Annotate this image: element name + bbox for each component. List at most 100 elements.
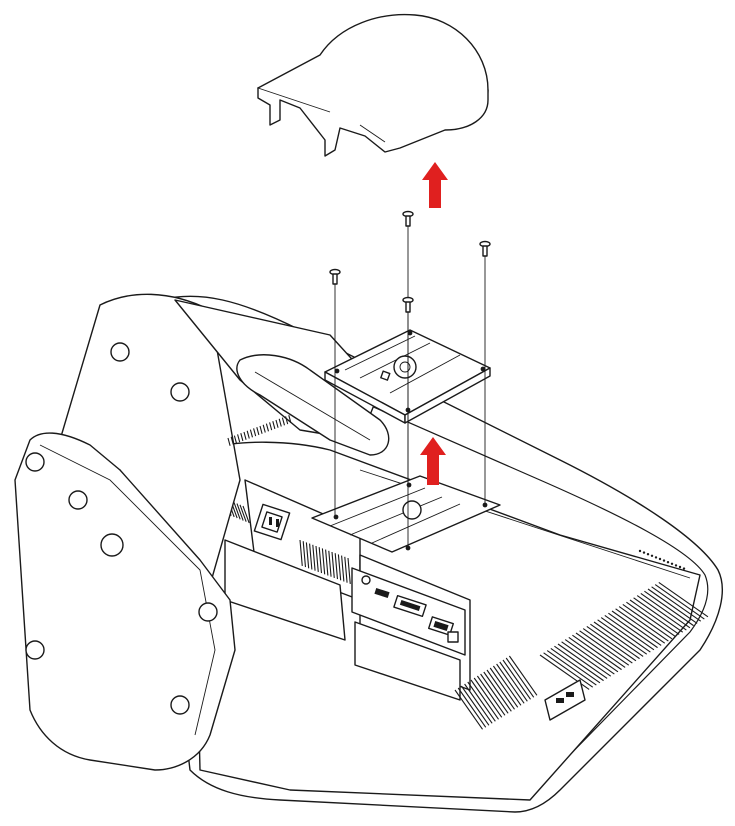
vent-slot	[499, 661, 528, 702]
vent-slot	[233, 502, 241, 520]
vent-grille-lower	[454, 655, 538, 730]
vent-slot	[325, 549, 329, 576]
vent-slot	[546, 650, 597, 686]
vent-grille-middle	[299, 539, 351, 584]
vent-slot	[302, 541, 307, 568]
vent-slot	[473, 677, 503, 718]
vent-slot	[265, 423, 270, 432]
vent-slot	[496, 663, 525, 704]
vent-slot	[328, 550, 332, 577]
vent-slot	[236, 503, 244, 521]
usb-ports	[544, 679, 586, 721]
monitor-mount-plate	[311, 475, 501, 553]
vent-slot	[564, 639, 615, 675]
vent-slot	[636, 595, 687, 631]
vent-slot	[347, 557, 351, 584]
vent-grille-right	[539, 581, 709, 690]
vent-slot	[508, 655, 538, 696]
vent-slot	[240, 433, 244, 442]
vent-slot	[470, 679, 499, 720]
vent-slot	[312, 544, 316, 571]
hinge-vent	[227, 415, 292, 446]
rim-dot	[678, 565, 682, 569]
vent-slot	[600, 617, 651, 653]
vent-slot	[582, 628, 633, 664]
vent-slot	[288, 415, 292, 424]
vent-slot	[654, 584, 705, 620]
vent-slot	[608, 612, 658, 649]
screw-icon	[402, 210, 414, 227]
vent-slot	[626, 601, 676, 638]
vent-slot	[590, 623, 640, 660]
vent-slot	[249, 429, 254, 438]
vent-slot	[489, 667, 519, 708]
stand-cover	[257, 13, 489, 157]
vent-slot	[640, 592, 691, 629]
up-arrow-icon	[420, 437, 446, 485]
vent-slot	[575, 632, 626, 668]
vent-slot	[262, 424, 266, 433]
vent-slot	[256, 427, 260, 436]
rim-dot	[682, 567, 686, 570]
vent-slot	[486, 669, 515, 710]
vent-slot	[299, 539, 303, 566]
vent-slot	[633, 597, 684, 633]
vent-slot	[561, 641, 612, 677]
vent-slot	[321, 548, 326, 575]
vent-slot	[318, 547, 323, 574]
vent-slot	[331, 551, 335, 578]
rim-dot	[650, 554, 654, 557]
vent-slot	[269, 422, 273, 431]
vent-slot	[237, 434, 241, 443]
vent-slot	[618, 606, 669, 642]
vent-slot	[492, 665, 522, 706]
stand-bracket-plate	[324, 329, 491, 424]
vent-slot	[629, 599, 680, 635]
up-arrow-icon	[422, 162, 448, 208]
power-connector-icon	[253, 503, 291, 541]
vent-slot	[505, 657, 535, 698]
vent-slot	[543, 652, 594, 688]
vent-slot	[593, 621, 644, 657]
vent-slot	[457, 687, 487, 728]
vent-slot	[334, 553, 339, 580]
vent-slot	[460, 685, 490, 726]
vent-slot	[454, 689, 483, 730]
vent-slot	[227, 437, 231, 446]
vent-slot	[554, 645, 604, 682]
rim-dot	[646, 553, 650, 556]
vent-slot	[246, 430, 250, 439]
vent-slot	[243, 431, 247, 440]
vent-slot	[597, 619, 648, 655]
screws	[329, 210, 491, 548]
rim-dot	[654, 556, 658, 559]
screw-icon	[479, 240, 491, 257]
rim-dot	[642, 551, 646, 554]
vent-slot	[586, 625, 637, 662]
vent-slot	[239, 504, 247, 522]
vent-slot	[242, 505, 250, 524]
vent-slot	[230, 436, 234, 445]
vent-slot	[483, 671, 512, 712]
vent-slot	[572, 634, 622, 671]
vent-slot	[464, 683, 493, 724]
vent-slot	[253, 428, 257, 437]
vent-slot	[502, 659, 531, 700]
vent-slot	[550, 647, 601, 684]
vent-slot	[285, 416, 289, 425]
vent-slot	[658, 581, 709, 618]
vent-slot	[281, 417, 286, 426]
vent-slot	[337, 554, 342, 581]
rim-dot	[666, 561, 670, 564]
monitor-stand	[14, 293, 390, 771]
rim-dot	[670, 562, 674, 565]
vent-slot	[278, 418, 282, 427]
rim-dot	[638, 549, 642, 553]
vent-slot	[315, 545, 319, 572]
screw-icon	[329, 268, 341, 285]
rim-dot	[662, 559, 666, 562]
vent-slot	[615, 608, 666, 644]
vent-slot	[644, 590, 694, 627]
vent-slot	[579, 630, 630, 666]
